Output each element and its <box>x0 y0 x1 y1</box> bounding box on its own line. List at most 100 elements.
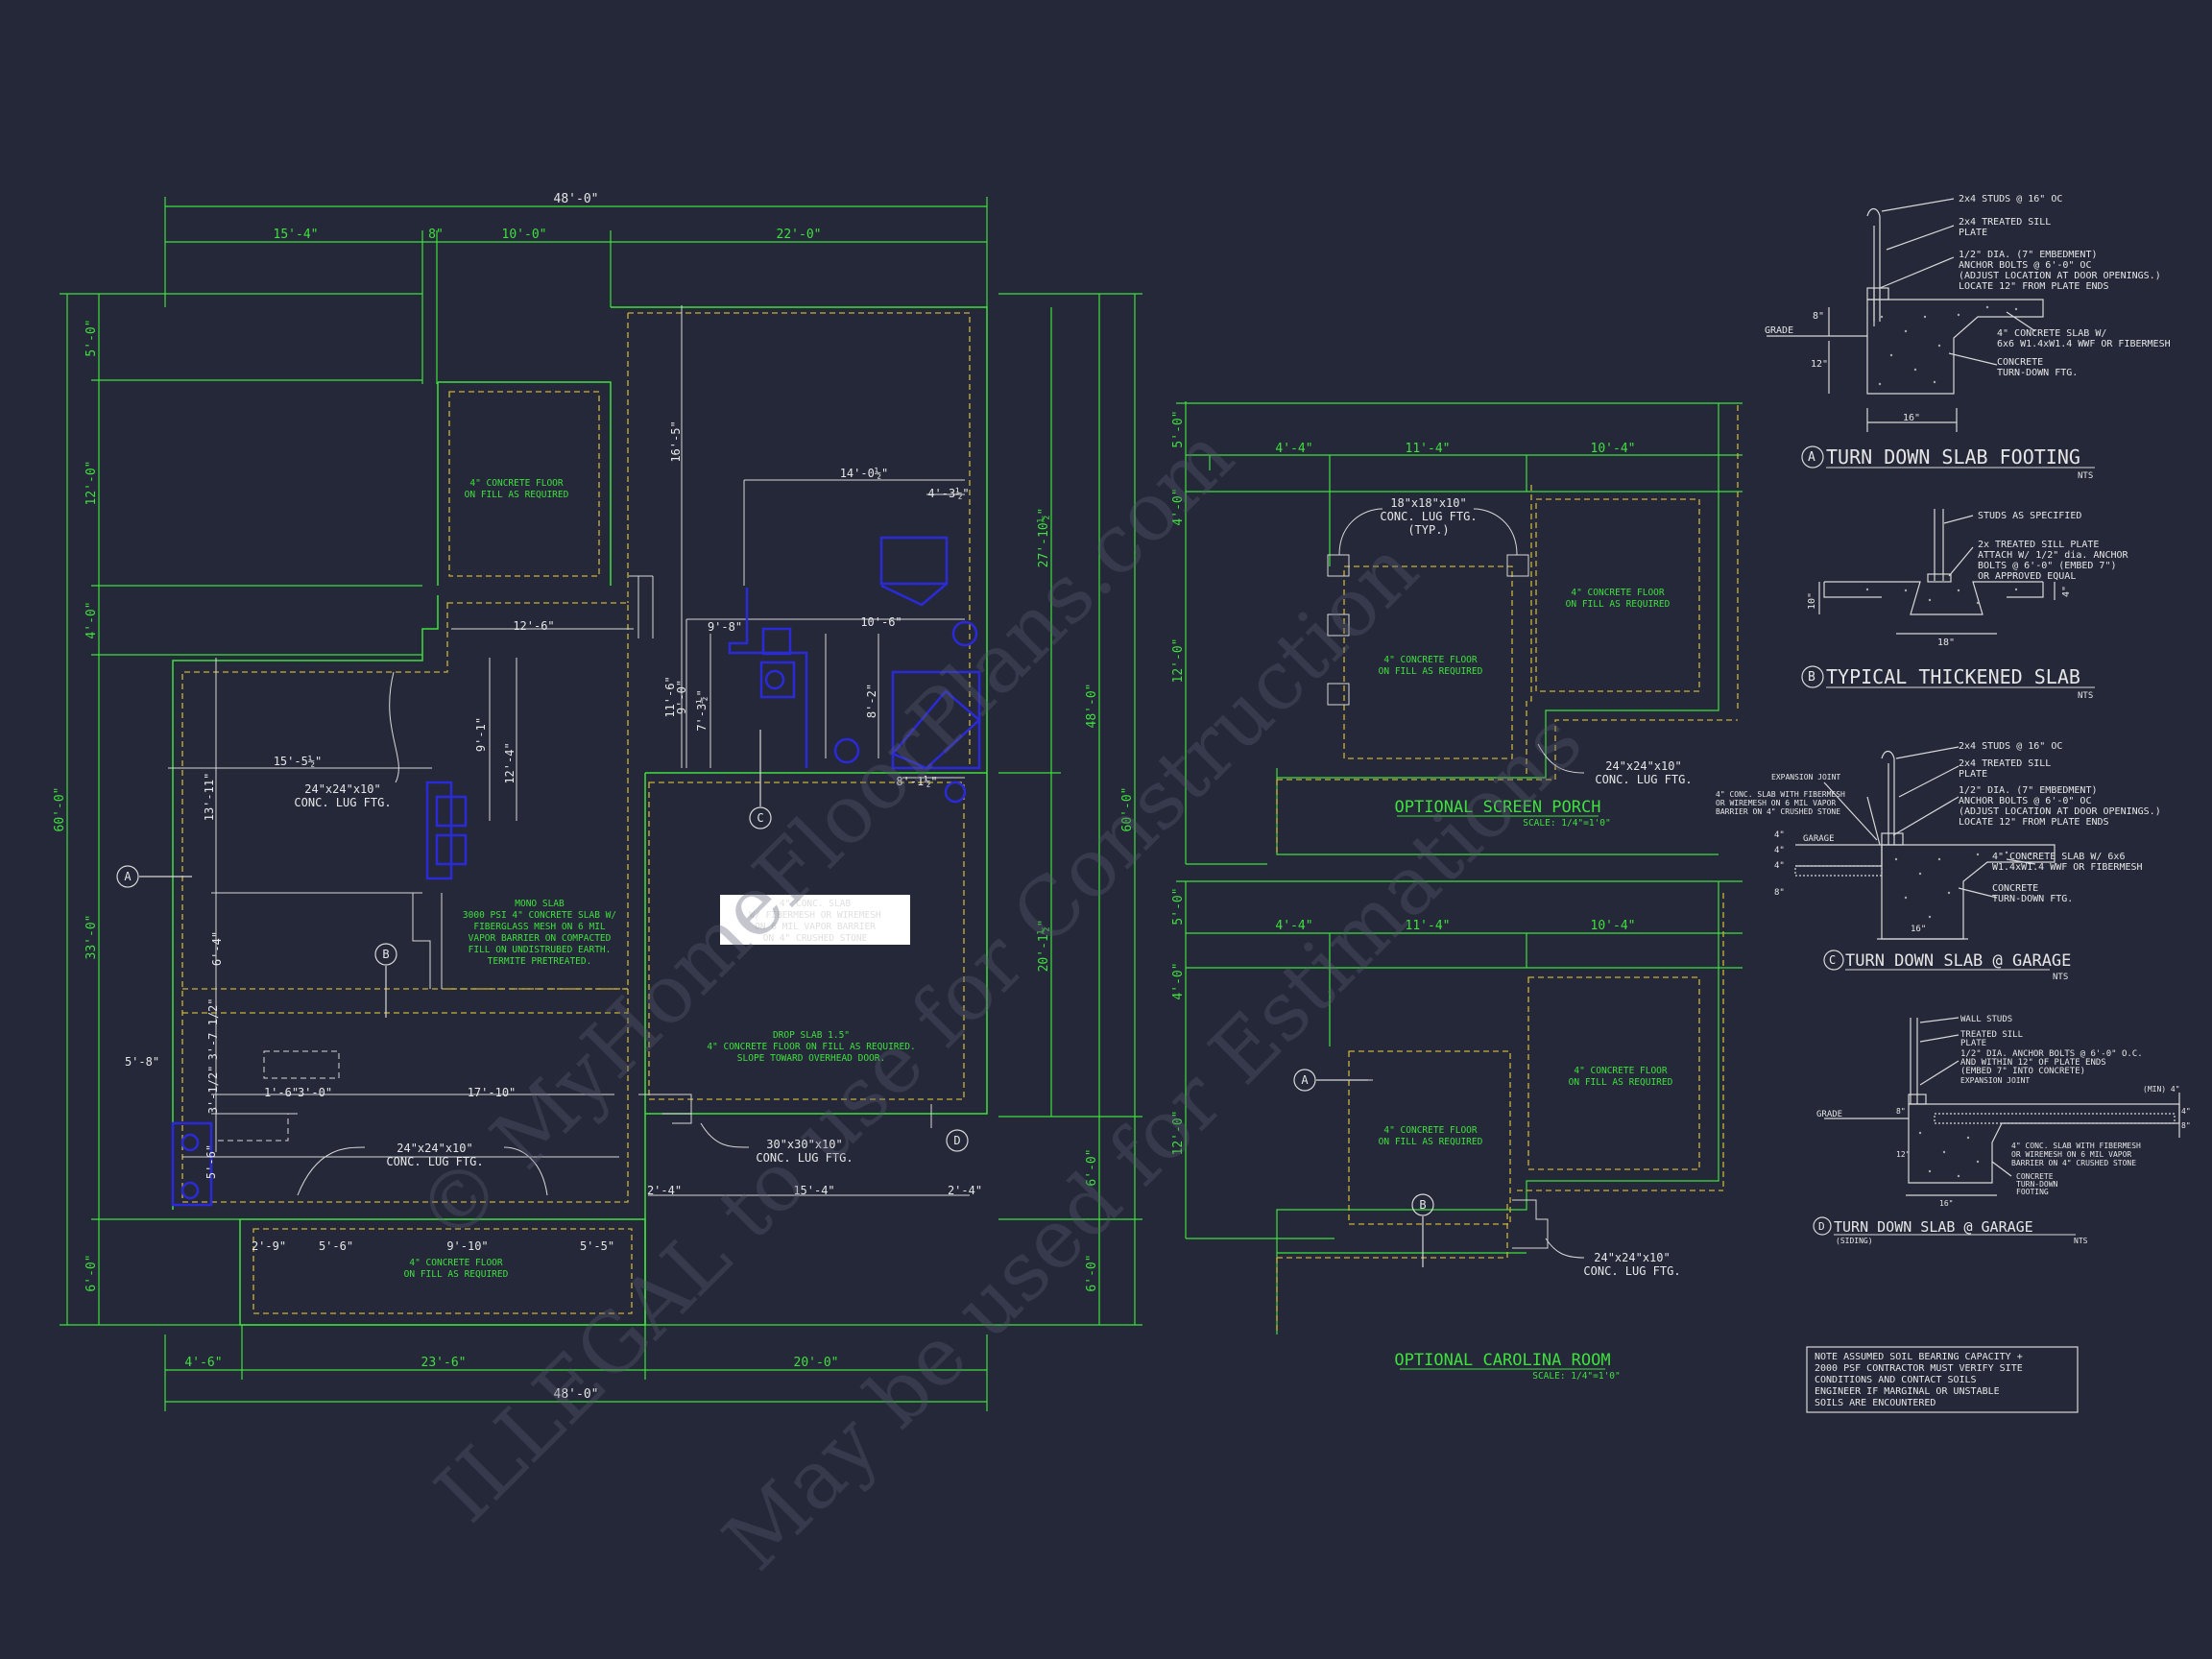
porch-floor-left-1: 4" CONCRETE FLOOR <box>1383 655 1478 665</box>
lug-label-3-type: CONC. LUG FTG. <box>756 1151 853 1165</box>
porch-dim-v1: 5'-0" <box>1171 410 1186 447</box>
detail-d-note-10: BARRIER ON 4" CRUSHED STONE <box>2011 1159 2136 1167</box>
dim-9-10: 9'-10" <box>446 1239 488 1253</box>
dim-left-5: 6'-0" <box>84 1254 99 1291</box>
note-mono-slab-3: FIBERGLASS MESH ON 6 MIL <box>473 922 606 932</box>
carolina-tag-a[interactable]: A <box>1301 1073 1309 1087</box>
section-tag-a[interactable]: A <box>124 870 132 883</box>
dim-2-4: 2'-4" <box>647 1184 682 1197</box>
porch-floor-right-1: 4" CONCRETE FLOOR <box>1571 588 1665 598</box>
detail-d-dim-8b: 8" <box>2181 1121 2191 1130</box>
note-mono-slab-1: MONO SLAB <box>515 899 565 909</box>
carolina-tag-b[interactable]: B <box>1419 1198 1426 1212</box>
porch-lug-size: 18"x18"x10" <box>1390 496 1466 510</box>
porch-lug-bottom-size: 24"x24"x10" <box>1605 759 1681 773</box>
foundation-outline <box>172 306 988 1326</box>
carolina-floor-right-1: 4" CONCRETE FLOOR <box>1574 1066 1668 1076</box>
carolina-lug-size: 24"x24"x10" <box>1594 1251 1670 1264</box>
lug-label-2-type: CONC. LUG FTG. <box>386 1155 483 1168</box>
dim-16-5: 16'-5" <box>669 421 683 462</box>
dim-14-0: 14'-0½" <box>840 467 889 480</box>
section-tag-c[interactable]: C <box>757 811 763 825</box>
detail-d-tag-circle <box>1813 1216 1832 1236</box>
dim-12-4: 12'-4" <box>503 742 517 783</box>
dim-top-4: 22'-0" <box>777 228 822 242</box>
dim-bottom-3: 20'-0" <box>794 1356 839 1370</box>
dim-5-6: 5'-6" <box>204 1144 218 1179</box>
detail-d-tag[interactable]: D <box>1818 1220 1825 1233</box>
detail-c-tag[interactable]: C <box>1829 953 1836 967</box>
detail-c-dim-4a: 4" <box>1774 830 1785 840</box>
soil-note-border <box>1806 1346 2079 1413</box>
detail-c-note-3: PLATE <box>1959 769 1987 780</box>
lug-label-2-size: 24"x24"x10" <box>397 1142 472 1155</box>
detail-b-note-5: OR APPROVED EQUAL <box>1978 571 2076 582</box>
carolina-room-title: OPTIONAL CAROLINA ROOM <box>1394 1351 1610 1370</box>
detail-d-dim-4: 4" <box>2181 1107 2191 1116</box>
note-mono-slab-2: 3000 PSI 4" CONCRETE SLAB W/ <box>463 910 616 921</box>
note-drop-slab-1: DROP SLAB 1.5" <box>773 1030 850 1041</box>
dim-3-7: 3'-7 1/2" <box>206 998 220 1060</box>
detail-a-note-11: TURN-DOWN FTG. <box>1997 368 2078 378</box>
dim-12-6: 12'-6" <box>513 619 554 633</box>
detail-c-note-10: CONCRETE <box>1992 883 2038 894</box>
dim-right-1: 48'-0" <box>1085 684 1099 729</box>
porch-dim-v3: 12'-0" <box>1171 638 1186 684</box>
dim-5-5: 5'-5" <box>580 1239 614 1253</box>
detail-b-nts: NTS <box>2078 691 2093 701</box>
detail-a-note-7: LOCATE 12" FROM PLATE ENDS <box>1959 281 2109 292</box>
dim-11-6: 11'-6" <box>663 676 677 717</box>
detail-a-turn-down-slab-footing: 2x4 STUDS @ 16" OC 2x4 TREATED SILL PLAT… <box>1765 194 2171 481</box>
soil-note-line-4: ENGINEER IF MARGINAL OR UNSTABLE <box>1815 1386 2000 1397</box>
detail-a-tag-circle <box>1801 445 1824 469</box>
carolina-floor-right-2: ON FILL AS REQUIRED <box>1569 1077 1673 1088</box>
screen-porch-scale: SCALE: 1/4"=1'0" <box>1523 818 1611 829</box>
detail-d-section <box>1824 1017 2180 1196</box>
detail-c-dim-8: 8" <box>1774 888 1785 898</box>
section-tag-d[interactable]: D <box>953 1134 960 1147</box>
lug-leaders <box>297 671 750 1196</box>
detail-b-dim-10: 10" <box>1807 592 1817 610</box>
dim-5-6b: 5'-6" <box>319 1239 353 1253</box>
porch-dashes <box>1276 405 1739 854</box>
carolina-dashes <box>1276 893 1724 1334</box>
detail-d-note-7: EXPANSION JOINT <box>1960 1076 2030 1085</box>
main-foundation-plan: 48'-0" 15'-4" 8" 10'-0" 22'-0" 60'-0" 5'… <box>53 192 1142 1411</box>
note-drop-slab-2: 4" CONCRETE FLOOR ON FILL AS REQUIRED. <box>707 1042 915 1052</box>
dim-bottom-1: 4'-6" <box>184 1356 222 1370</box>
detail-d-dim-12: 12" <box>1896 1150 1910 1159</box>
soil-note-box: NOTE ASSUMED SOIL BEARING CAPACITY + 200… <box>1806 1346 2079 1413</box>
plumbing-fixtures <box>171 536 981 1207</box>
detail-c-garage: GARAGE <box>1803 834 1835 844</box>
carolina-dim-v3: 12'-0" <box>1171 1111 1186 1156</box>
note-mono-slab-5: FILL ON UNDISTRUBED EARTH. <box>469 945 612 955</box>
garage-slab-note-2: W/ FIBERMESH OR WIREMESH <box>749 910 881 921</box>
detail-c-concrete-dots <box>1894 851 2032 919</box>
porch-dim-3: 10'-4" <box>1591 442 1636 456</box>
detail-a-note-1: 2x4 STUDS @ 16" OC <box>1959 194 2062 204</box>
detail-d-note-2: TREATED SILL <box>1960 1030 2023 1040</box>
dim-left-4: 33'-0" <box>84 915 99 960</box>
section-tag-b[interactable]: B <box>382 948 389 961</box>
detail-a-dim-16: 16" <box>1903 413 1920 423</box>
detail-a-section <box>1767 198 2044 432</box>
detail-a-tag[interactable]: A <box>1808 450 1815 465</box>
dim-right-4: 6'-0" <box>1085 1148 1099 1186</box>
dim-left-2: 12'-0" <box>84 461 99 506</box>
porch-dim-v2: 4'-0" <box>1171 488 1186 525</box>
detail-b-note-1: STUDS AS SPECIFIED <box>1978 511 2081 521</box>
watermark: © MyHomeFloorPlans.com ILLEGAL to use fo… <box>398 409 1600 1588</box>
carolina-dim-v1: 5'-0" <box>1171 887 1186 925</box>
detail-b-concrete-dots <box>1865 588 2018 605</box>
note-floor-bottom-1: 4" CONCRETE FLOOR <box>409 1258 503 1268</box>
detail-b-tag[interactable]: B <box>1808 670 1815 685</box>
detail-a-note-5: ANCHOR BOLTS @ 6'-0" OC <box>1959 260 2091 271</box>
slab-edge-dashes <box>181 312 971 1314</box>
detail-b-note-3: ATTACH W/ 1/2" dia. ANCHOR <box>1978 550 2129 561</box>
detail-c-note-8: 4" CONCRETE SLAB W/ 6x6 <box>1992 852 2125 862</box>
carolina-room-plan: 4'-4" 11'-4" 10'-4" 5'-0" 4'-0" 12'-0" 4… <box>1171 880 1743 1382</box>
detail-d-dim-8a: 8" <box>1896 1107 1906 1116</box>
detail-b-note-2: 2x TREATED SILL PLATE <box>1978 540 2099 550</box>
note-floor-bottom-2: ON FILL AS REQUIRED <box>404 1269 509 1280</box>
